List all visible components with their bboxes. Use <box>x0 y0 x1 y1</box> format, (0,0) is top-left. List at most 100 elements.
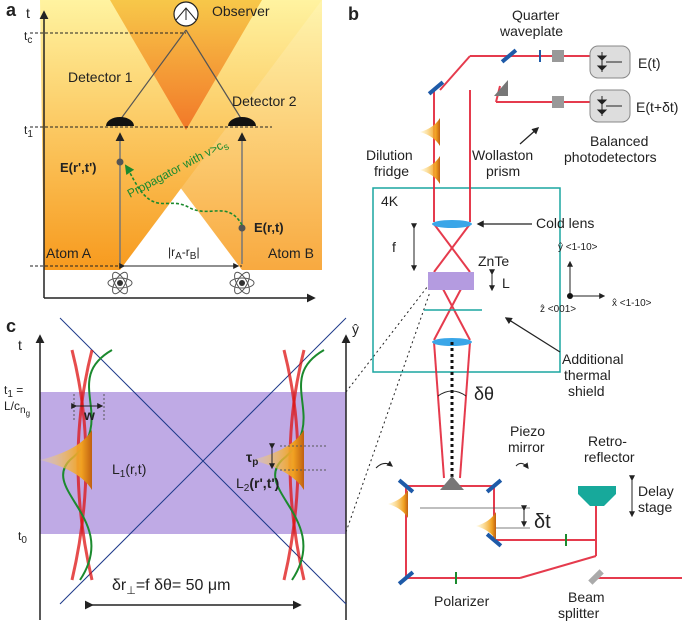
probe-pulse-right <box>252 430 304 490</box>
atom-a-icon <box>107 271 133 295</box>
thermal-label: thermal <box>564 367 611 383</box>
f-label: f <box>392 239 396 255</box>
x-axis-label: x̂ <1-10> <box>612 297 652 309</box>
cold-lens-label: Cold lens <box>536 215 594 231</box>
prism-label: prism <box>486 163 520 179</box>
l1-label: L1(r,t) <box>112 461 146 480</box>
atom-a-label: Atom A <box>46 245 92 261</box>
piezo-rotate-left <box>375 460 393 469</box>
panel-c: c t ŷ w τp t1 = L/cng t0 L1(r,t) <box>4 285 431 620</box>
four-k-label: 4K <box>381 193 399 209</box>
mirror-top-left <box>427 80 445 96</box>
detector-optic-2 <box>552 96 564 108</box>
dilution-label: Dilution <box>366 147 413 163</box>
reflector-label: reflector <box>584 449 635 465</box>
detector-2-icon <box>228 117 256 126</box>
e-r-label: E(r,t) <box>254 220 284 235</box>
beam-cross-2 <box>433 223 471 273</box>
wollaston-prism-icon <box>494 80 508 96</box>
atom-b-light-cone <box>40 0 322 270</box>
znte-crystal-icon <box>428 272 474 290</box>
panel-b-label: b <box>348 4 359 24</box>
point-rprime <box>116 158 124 166</box>
l2-label: L2(r',t') <box>236 475 279 494</box>
beam-down-left <box>433 341 445 479</box>
zoom-connector-1 <box>345 285 429 393</box>
beam-label: Beam <box>568 589 605 605</box>
mirror-top <box>500 48 518 64</box>
t1-c-label: t1 = <box>4 383 23 400</box>
panel-c-label: c <box>6 316 16 336</box>
e-tdt-label: E(t+δt) <box>636 99 678 115</box>
observer-icon-figure <box>175 7 197 21</box>
dt-label: δt <box>534 511 551 533</box>
detector-1-icon <box>106 117 134 126</box>
l-label: L <box>502 275 510 291</box>
path-observer-detector2 <box>185 29 243 121</box>
dr-label: δr⊥=f δθ= 50 μm <box>112 577 230 597</box>
balanced-label: Balanced <box>590 133 648 149</box>
tc-label: tc <box>24 29 32 46</box>
t1-c-expression: L/cng <box>4 399 30 418</box>
e-rprime-label: E(r',t') <box>60 160 97 175</box>
atom-b-icon <box>229 271 255 295</box>
panel-b: b 4K <box>348 4 682 621</box>
cryostat-4k-box <box>372 187 561 373</box>
piezo-label: Piezo <box>510 423 545 439</box>
point-r <box>238 224 246 232</box>
diag-line-2 <box>59 317 347 605</box>
dtheta-label: δθ <box>474 384 494 404</box>
tau-label: τp <box>246 449 258 468</box>
mirror-piezo-right <box>485 478 503 494</box>
mirror-delay <box>485 532 503 548</box>
z-axis-dot <box>567 293 573 299</box>
beam-down-right <box>459 341 471 479</box>
wollaston-label: Wollaston <box>472 147 533 163</box>
e-t-label: E(t) <box>638 55 661 71</box>
delay-label: Delay <box>638 483 674 499</box>
retro-reflector-icon <box>578 486 616 506</box>
angle-arc <box>437 390 467 397</box>
axis-t-label: t <box>26 5 30 21</box>
w-label: w <box>83 407 95 423</box>
mirrors <box>397 48 518 586</box>
pulse-b-3 <box>388 490 408 518</box>
beam-to-splitter <box>519 555 597 579</box>
splitter-label: splitter <box>558 605 600 621</box>
axis-y-c-label: ŷ <box>352 321 359 337</box>
photodiode-symbol-2 <box>596 96 622 116</box>
t0-c-label: t0 <box>18 529 27 546</box>
piezo-prism-icon <box>440 476 464 490</box>
mirror-piezo-left <box>397 478 415 494</box>
atom-b-label: Atom B <box>268 245 314 261</box>
observer-label: Observer <box>212 3 270 19</box>
y-axis-label: ŷ <1-10> <box>558 242 598 253</box>
path-observer-detector1 <box>119 29 187 121</box>
shield-label: shield <box>568 383 605 399</box>
detector-optic-1 <box>552 50 564 62</box>
mirror-bottom-left <box>397 570 415 586</box>
propagator-path <box>124 164 243 226</box>
detector-1-label: Detector 1 <box>68 69 133 85</box>
wollaston-pointer <box>519 127 540 145</box>
stage-label: stage <box>638 499 672 515</box>
fridge-label: fridge <box>374 163 409 179</box>
detector-2-label: Detector 2 <box>232 93 297 109</box>
pulse-b-2 <box>420 156 440 184</box>
panel-a-label: a <box>6 0 17 20</box>
zoom-connector-2 <box>345 291 431 533</box>
beam-top-diag <box>439 55 471 91</box>
waveplate-label: waveplate <box>499 23 563 39</box>
cold-lens-icon <box>432 220 472 228</box>
panel-a: a t tc t1 Observer Detector 1 Detector 2… <box>6 0 322 303</box>
additional-label: Additional <box>562 351 624 367</box>
pulse-b-1 <box>420 118 440 146</box>
pulse-b-4 <box>476 512 496 540</box>
t1-label: t1 <box>24 123 33 140</box>
photodiode-symbol-1 <box>596 52 622 72</box>
znte-label: ZnTe <box>478 253 509 269</box>
separation-label: |rA-rB| <box>168 245 200 262</box>
axis-t-c-label: t <box>18 337 22 353</box>
probe-pulse-left <box>40 430 92 490</box>
mirror-label: mirror <box>508 439 545 455</box>
